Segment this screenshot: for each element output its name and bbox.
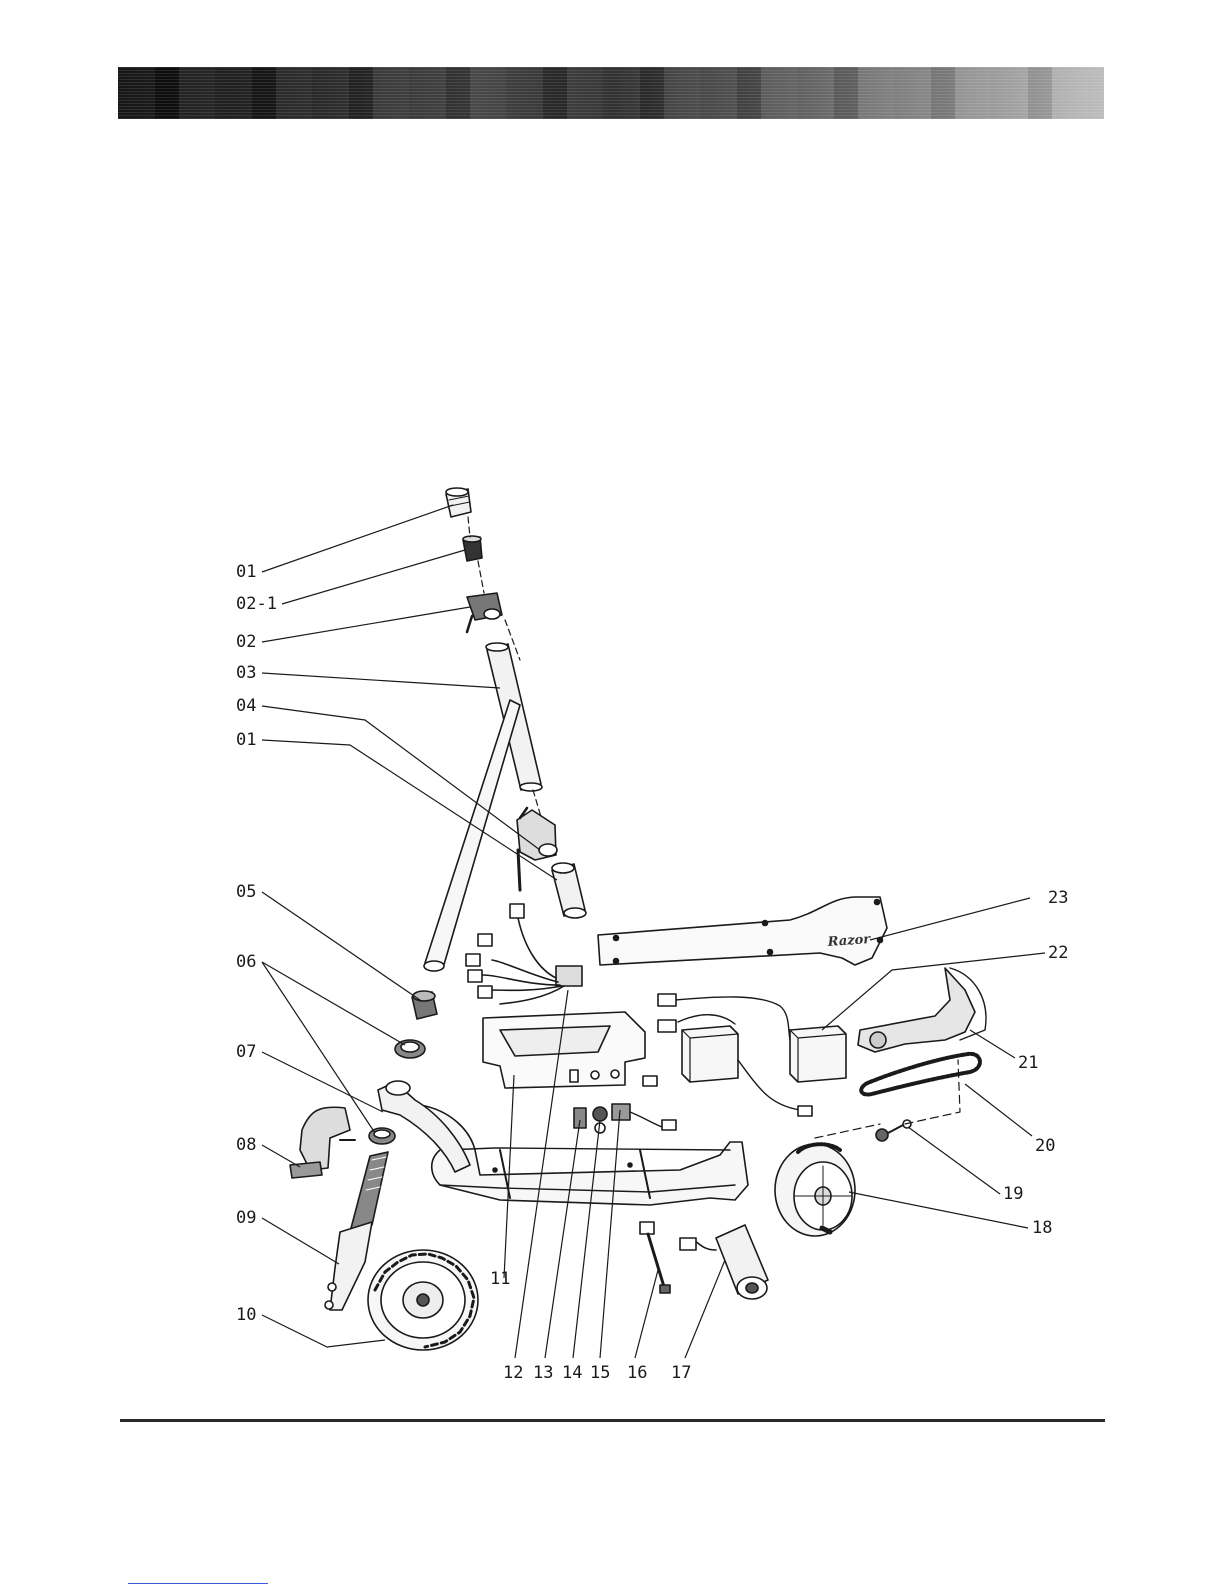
callout-01-bottom: 01: [236, 730, 256, 750]
chain-guard-part: [858, 968, 986, 1052]
grip-top-part: [446, 488, 471, 517]
footer-link-underline: [128, 1583, 268, 1584]
callout-20: 20: [1035, 1136, 1055, 1156]
callout-01-top: 01: [236, 562, 256, 582]
throttle-part: [467, 593, 502, 632]
callout-11: 11: [490, 1269, 510, 1289]
deck-brand-logo: Razor: [826, 932, 872, 950]
callout-21: 21: [1018, 1053, 1038, 1073]
steering-column-part: [424, 700, 520, 971]
callout-17: 17: [671, 1363, 691, 1383]
callout-02-1: 02-1: [236, 594, 277, 614]
wiring-harness-part: [466, 904, 582, 1004]
callout-15: 15: [590, 1363, 610, 1383]
chain-part: [861, 1054, 980, 1095]
clamp-part: [412, 991, 437, 1019]
deck-part: [598, 897, 887, 965]
brake-lever-part: [517, 808, 557, 890]
callout-18: 18: [1032, 1218, 1052, 1238]
callout-12: 12: [503, 1363, 523, 1383]
callout-05: 05: [236, 882, 256, 902]
callout-02: 02: [236, 632, 256, 652]
grip-bottom-part: [552, 863, 586, 918]
callout-22: 22: [1048, 943, 1068, 963]
battery-part: [658, 994, 846, 1116]
footer-rule: [120, 1419, 1105, 1422]
motor-sprocket-part: [876, 1120, 911, 1141]
callout-07: 07: [236, 1042, 256, 1062]
callout-03: 03: [236, 663, 256, 683]
throttle-sleeve-part: [463, 536, 482, 561]
callout-13: 13: [533, 1363, 553, 1383]
callout-16: 16: [627, 1363, 647, 1383]
callout-04: 04: [236, 696, 256, 716]
front-wheel-part: [368, 1250, 478, 1350]
rear-wheel-part: [775, 1144, 855, 1236]
power-switch-part: [574, 1108, 586, 1128]
callout-06: 06: [236, 952, 256, 972]
callout-23: 23: [1048, 888, 1068, 908]
fuse-holder-part: [612, 1104, 676, 1130]
callout-10: 10: [236, 1305, 256, 1325]
callout-14: 14: [562, 1363, 582, 1383]
callout-09: 09: [236, 1208, 256, 1228]
callout-08: 08: [236, 1135, 256, 1155]
battery-box-part: [483, 1012, 657, 1088]
callout-19: 19: [1003, 1184, 1023, 1204]
